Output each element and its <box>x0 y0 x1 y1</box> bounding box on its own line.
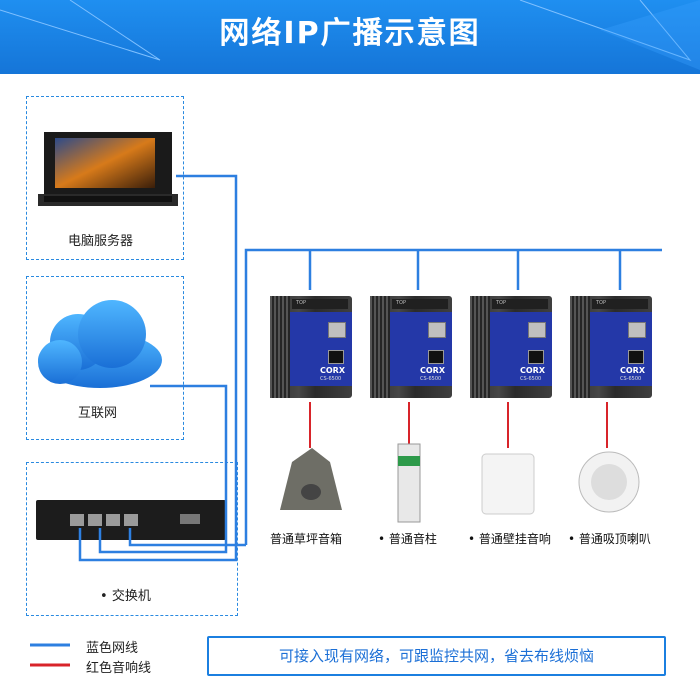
page-title: 网络IP广播示意图 <box>219 16 481 51</box>
speaker-label-wall: • 普通壁挂音响 <box>468 532 551 546</box>
header-decoration <box>0 0 700 70</box>
speaker-label-ceiling: • 普通吸顶喇叭 <box>568 532 651 546</box>
switch-box <box>26 462 238 616</box>
column-speaker-icon <box>397 443 421 523</box>
internet-box <box>26 276 184 440</box>
server-label: 电脑服务器 <box>68 234 134 249</box>
legend-blue-label: 蓝色网线 <box>86 641 139 656</box>
header-banner: 网络IP广播示意图 <box>0 0 700 74</box>
feature-message: 可接入现有网络，可跟监控共网，省去布线烦恼 <box>207 636 666 676</box>
speaker-label-column: • 普通音柱 <box>378 532 437 546</box>
internet-label: 互联网 <box>78 406 118 421</box>
server-box <box>26 96 184 260</box>
server-laptop-icon <box>38 132 178 206</box>
ceiling-speaker-icon <box>578 451 640 513</box>
network-switch-icon <box>36 500 226 540</box>
lawn-speaker-icon <box>280 448 342 510</box>
speaker-label-lawn: 普通草坪音箱 <box>270 532 343 546</box>
wall-speaker-icon <box>481 453 535 515</box>
internet-cloud-icon <box>38 300 162 388</box>
legend-red-label: 红色音响线 <box>86 661 152 676</box>
switch-label: • 交换机 <box>100 589 151 604</box>
